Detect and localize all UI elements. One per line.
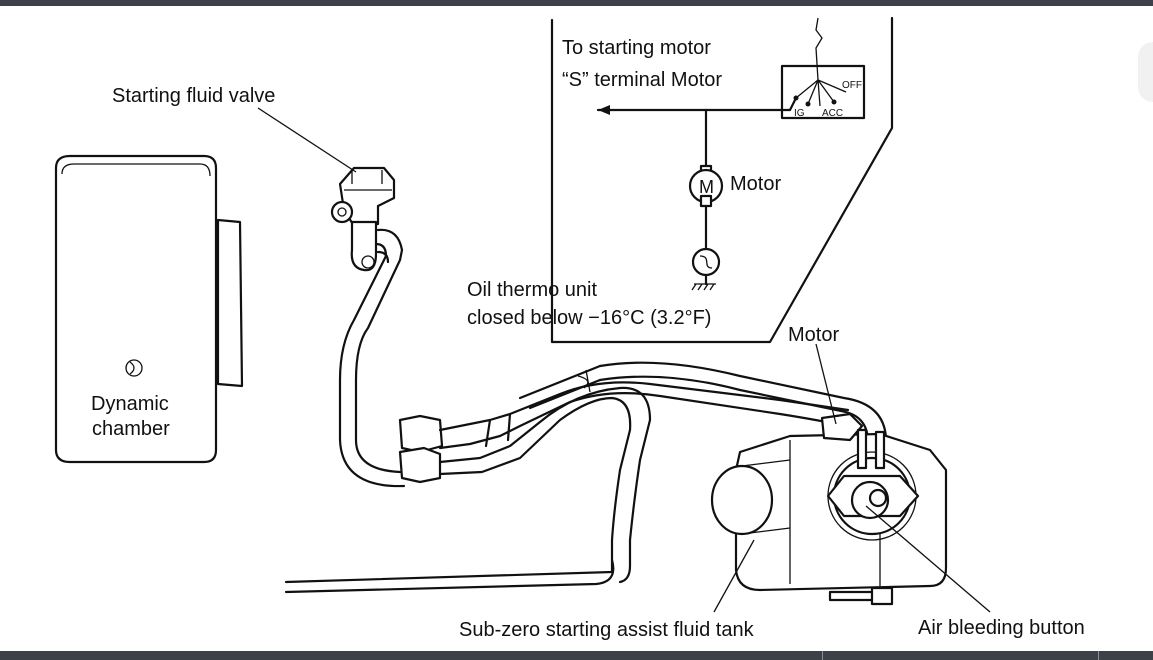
switch-off-label: OFF [842, 80, 862, 91]
air-bleeding-button-label: Air bleeding button [918, 617, 1085, 639]
bottom-bar-divider [822, 651, 823, 660]
bottom-bar-divider [1098, 651, 1099, 660]
to-starting-motor-label: To starting motor [562, 37, 711, 59]
fluid-tank-label: Sub-zero starting assist fluid tank [459, 619, 755, 641]
motor-symbol: M [699, 177, 714, 197]
switch-ig-label: IG [794, 108, 805, 119]
starting-fluid-valve [330, 166, 396, 272]
window-top-bar [0, 0, 1153, 6]
window-bottom-bar [0, 651, 1153, 660]
inset-motor-icon: M [688, 164, 724, 250]
s-terminal-wire [596, 96, 798, 172]
hoses [284, 228, 888, 594]
arrow-left-icon [598, 105, 610, 115]
dynamic-chamber [54, 154, 244, 464]
dynamic-chamber-label-line2: chamber [92, 418, 170, 440]
oil-thermo-label-line2: closed below −16°C (3.2°F) [467, 307, 711, 329]
scroll-handle[interactable] [1138, 42, 1153, 102]
inset-motor-label: Motor [730, 173, 781, 195]
s-terminal-label: “S” terminal Motor [562, 69, 722, 91]
starting-fluid-valve-label: Starting fluid valve [112, 85, 275, 107]
fluid-tank [710, 412, 948, 606]
motor-label: Motor [788, 324, 839, 346]
ignition-switch: OFF IG ACC [780, 17, 866, 120]
fluid-system-diagram: OFF IG ACC M [54, 16, 1085, 641]
wiring-inset [550, 16, 894, 344]
oil-thermo-unit-icon [691, 247, 721, 291]
switch-acc-label: ACC [822, 108, 843, 119]
dynamic-chamber-label-line1: Dynamic [91, 393, 169, 415]
oil-thermo-label-line1: Oil thermo unit [467, 279, 597, 301]
leader-lines [257, 107, 991, 613]
